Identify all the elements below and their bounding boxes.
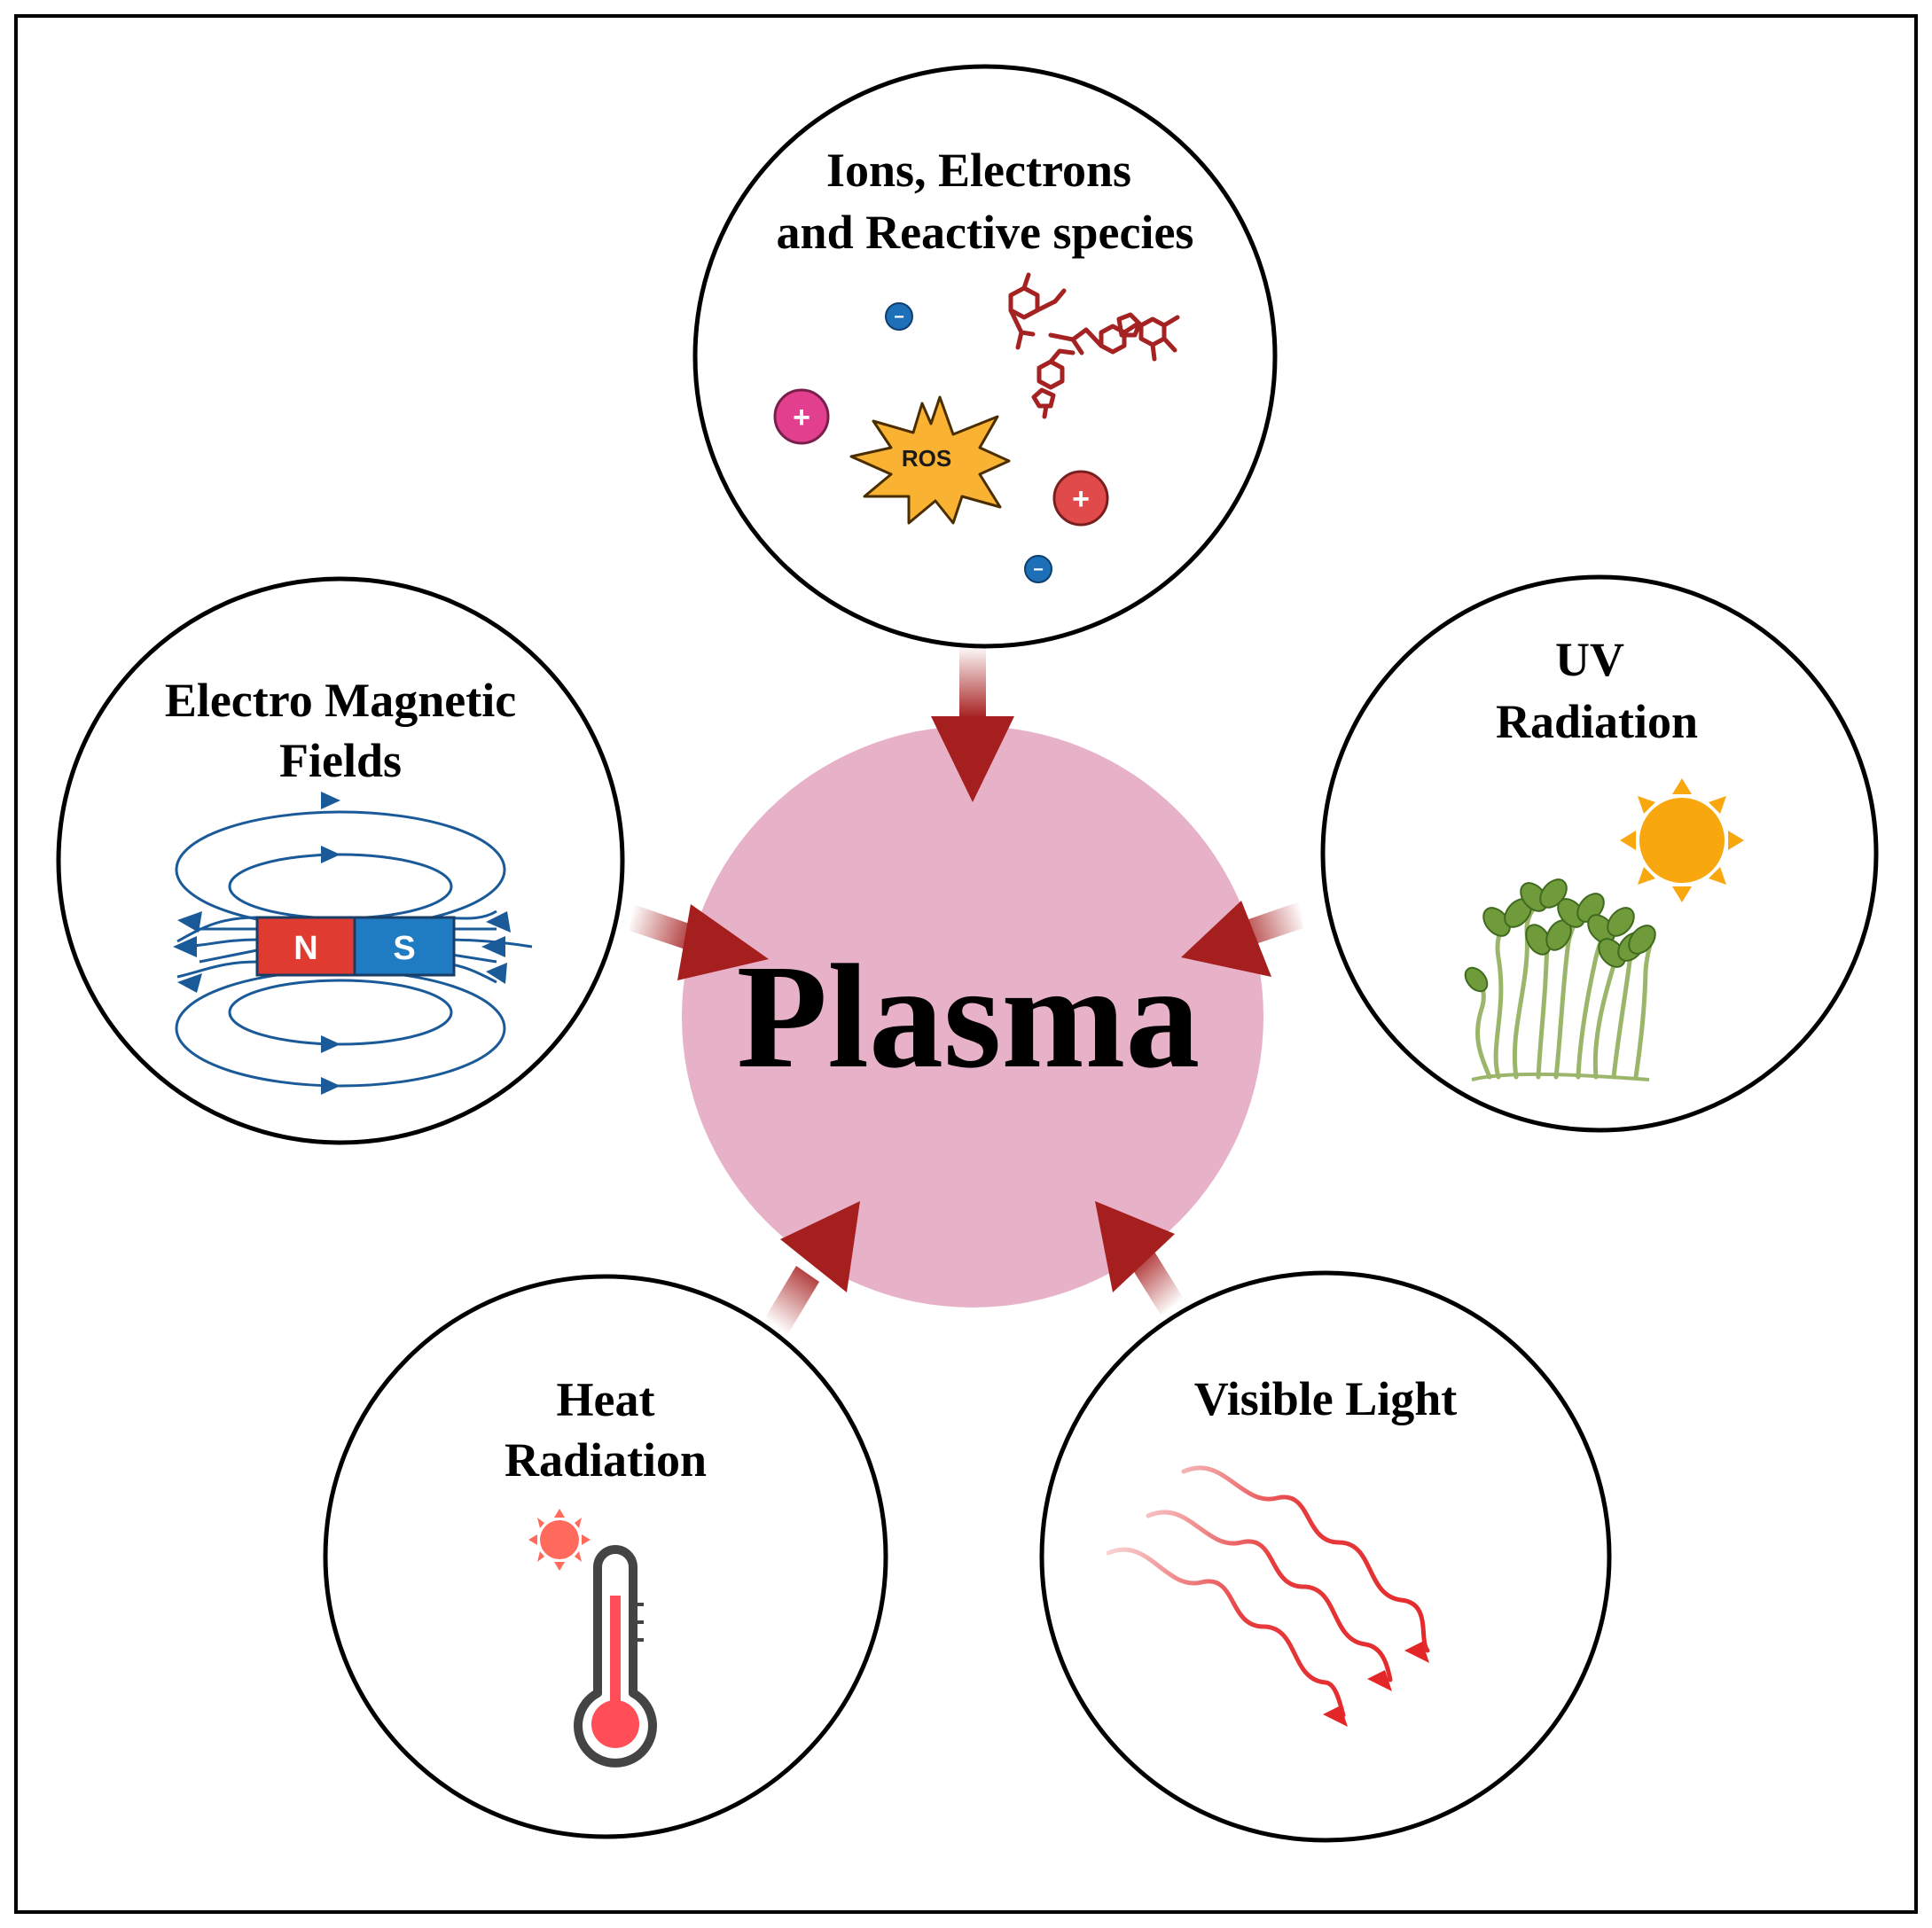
em-title-line2: Fields [279,734,402,787]
uv-node: UV Radiation [1320,574,1879,1133]
light-wave-arrowheads [1323,1642,1429,1727]
ions-node: Ions, Electrons and Reactive species − −… [692,64,1278,649]
visible-title: Visible Light [1194,1372,1458,1425]
arrow-from-ions [931,645,1014,802]
bar-magnet-icon: N S [255,916,456,977]
svg-text:ROS: ROS [902,445,951,472]
uv-title-line2: Radiation [1496,695,1698,748]
heat-title-line1: Heat [557,1373,655,1426]
thermometer-icon [574,1545,657,1768]
positive-ion-icon: + [1052,470,1109,527]
light-waves-icon [1106,1465,1430,1718]
visible-light-node: Visible Light [1039,1270,1612,1843]
arrow-from-em-fields [630,904,769,980]
uv-title-line1: UV [1555,633,1624,686]
em-fields-node: Electro Magnetic Fields [56,576,625,1145]
svg-text:−: − [894,308,904,327]
ions-title-line2: and Reactive species [777,206,1194,259]
heat-radiation-node: Heat Radiation [323,1274,888,1839]
arrow-from-uv [1181,901,1303,977]
seedlings-icon [1464,878,1656,1081]
svg-text:+: + [793,401,810,434]
em-title-line1: Electro Magnetic [165,674,516,727]
heat-title-line2: Radiation [505,1433,707,1487]
ions-title-line1: Ions, Electrons [826,144,1131,197]
positive-ion-icon: + [773,388,830,445]
plasma-circle [682,726,1263,1307]
sun-icon [1620,778,1744,902]
magnet-south-label: S [393,930,415,967]
magnet-north-label: N [293,930,317,967]
svg-text:+: + [1072,482,1090,516]
electron-icon: − [885,302,913,331]
electron-icon: − [1024,555,1052,583]
ros-burst-icon: ROS [849,395,1011,525]
arrow-from-visible-light [1095,1201,1184,1315]
field-arrowheads [173,792,511,1095]
arrow-from-heat [764,1201,860,1335]
svg-text:−: − [1033,560,1044,580]
small-sun-icon [528,1509,591,1571]
outer-frame [14,14,1918,1914]
molecule-icon [1008,272,1180,419]
plasma-label: Plasma [737,934,1201,1099]
